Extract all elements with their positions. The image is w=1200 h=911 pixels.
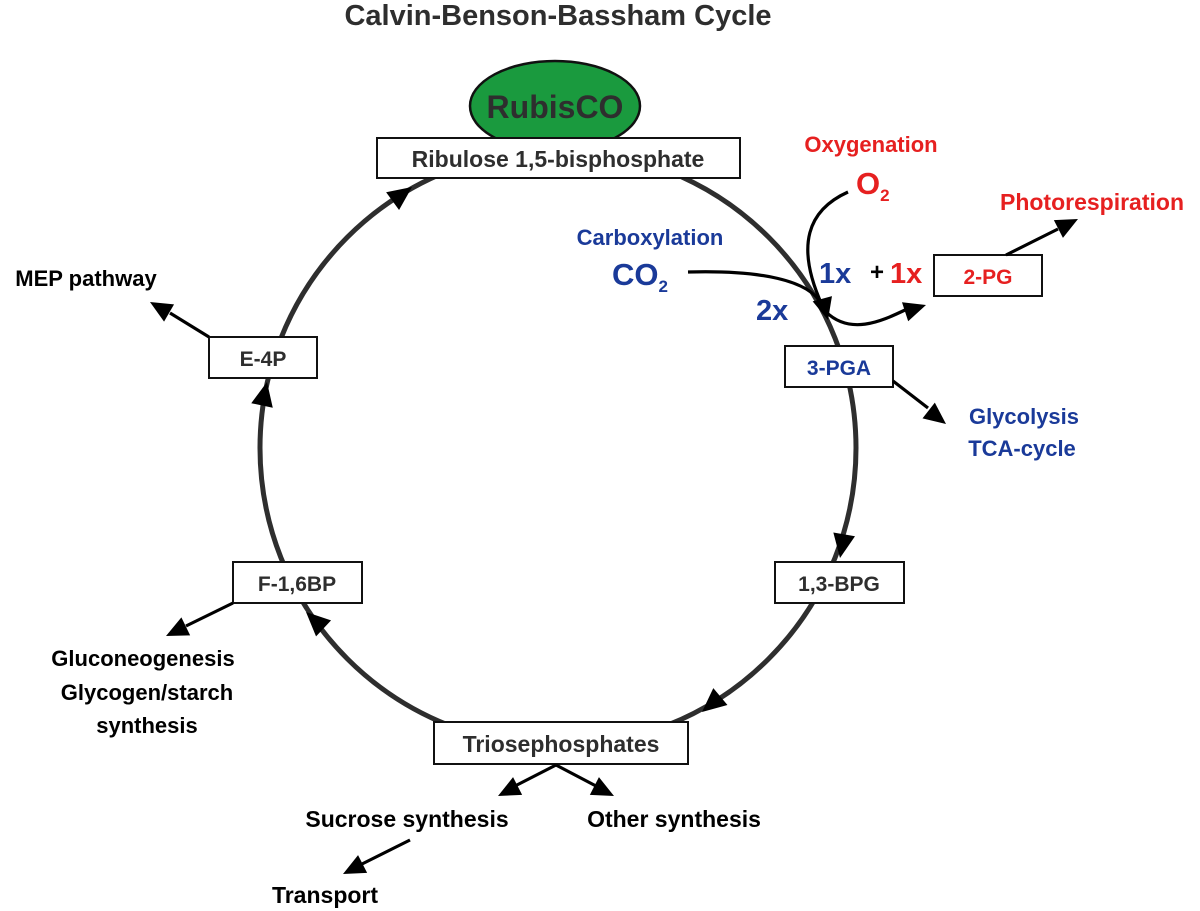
metabolite-rubp: Ribulose 1,5-bisphosphate — [376, 137, 741, 179]
stoich-plus-sign: + — [870, 259, 884, 286]
metabolite-f16bp-label: F-1,6BP — [258, 573, 336, 596]
o2-main: O — [856, 166, 880, 201]
cycle-arrowhead-triose — [702, 688, 728, 712]
mep-pathway-label: MEP pathway — [15, 266, 157, 291]
metabolite-e4p-label: E-4P — [240, 348, 287, 371]
photorespiration-arrow — [1005, 227, 1059, 257]
glycogen-starch-label: Glycogen/starch — [61, 680, 233, 705]
metabolite-triosephosphates-label: Triosephosphates — [463, 731, 660, 757]
glycolysis-arrow — [892, 379, 929, 410]
other-synthesis-arrowhead — [589, 777, 614, 796]
sucrose-arrow — [514, 763, 557, 788]
rubisco-label: RubisCO — [487, 89, 624, 125]
photorespiration-label: Photorespiration — [1000, 189, 1184, 215]
cycle-arrowhead-fbp — [306, 612, 332, 637]
gluconeogenesis-label: Gluconeogenesis — [51, 646, 234, 671]
oxygenation-product-arrow — [824, 308, 906, 327]
gluconeogenesis-arrow — [185, 601, 234, 628]
metabolite-13bpg-label: 1,3-BPG — [798, 573, 880, 596]
page-title: Calvin-Benson-Bassham Cycle — [344, 0, 771, 32]
metabolite-e4p: E-4P — [208, 336, 318, 379]
other-synthesis-label: Other synthesis — [587, 806, 761, 832]
mep-arrowhead — [150, 302, 175, 322]
oxygenation-label: Oxygenation — [804, 132, 937, 157]
other-synthesis-arrow — [555, 763, 597, 788]
glycogen-synthesis-label: synthesis — [96, 713, 198, 738]
metabolite-2pg-label: 2-PG — [963, 266, 1012, 289]
transport-arrow — [361, 838, 411, 866]
co2-label: CO2 — [612, 257, 668, 296]
o2-label: O2 — [856, 166, 890, 205]
metabolite-triosephosphates: Triosephosphates — [433, 721, 689, 765]
tca-cycle-label: TCA-cycle — [968, 436, 1076, 461]
metabolite-rubp-label: Ribulose 1,5-bisphosphate — [412, 146, 705, 172]
carboxylation-label: Carboxylation — [577, 225, 724, 250]
metabolite-f16bp: F-1,6BP — [232, 561, 363, 604]
o2-subscript: 2 — [880, 186, 889, 205]
transport-label: Transport — [272, 882, 378, 908]
metabolite-2pg: 2-PG — [933, 254, 1043, 297]
transport-arrowhead — [343, 855, 368, 874]
sucrose-arrowhead — [498, 777, 523, 796]
oxygenation-product-arrowhead — [901, 302, 926, 322]
photorespiration-arrowhead — [1053, 219, 1078, 238]
sucrose-synthesis-label: Sucrose synthesis — [305, 806, 508, 832]
mep-arrow — [169, 311, 210, 339]
co2-main: CO — [612, 257, 659, 292]
cycle-arrowhead-bpg — [833, 532, 856, 558]
metabolite-3pga-label: 3-PGA — [807, 357, 871, 380]
cycle-arrowhead-e4p — [251, 382, 273, 408]
stoich-1x-blue-label: 1x — [819, 258, 851, 290]
stoich-2x-label: 2x — [756, 295, 788, 327]
cycle-arrowhead-rubp — [386, 187, 412, 211]
glycolysis-arrowhead — [922, 402, 946, 424]
stoich-1x-red-label: 1x — [890, 258, 922, 290]
metabolite-13bpg: 1,3-BPG — [774, 561, 905, 604]
cycle-ring — [257, 147, 859, 749]
metabolite-3pga: 3-PGA — [784, 345, 894, 388]
co2-subscript: 2 — [659, 277, 668, 296]
o2-input-arrow — [806, 190, 849, 306]
gluconeogenesis-arrowhead — [166, 617, 191, 636]
glycolysis-label: Glycolysis — [969, 404, 1079, 429]
co2-input-arrow — [687, 270, 824, 306]
